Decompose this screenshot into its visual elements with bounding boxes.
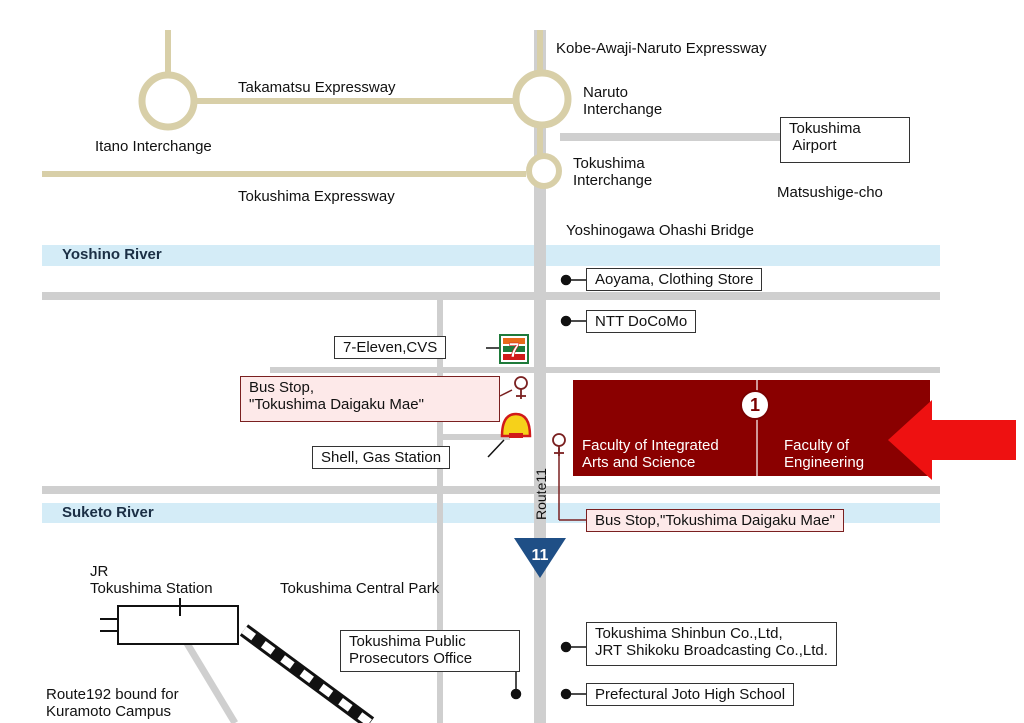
matsushige-label: Matsushige-cho: [777, 184, 883, 201]
seven-eleven-box: 7-Eleven,CVS: [334, 336, 447, 359]
joto-high-school-box: Prefectural Joto High School: [586, 683, 795, 706]
campus-number-badge: 1: [740, 390, 770, 420]
aoyama-box: Aoyama, Clothing Store: [586, 268, 763, 291]
jr-tokushima-station-label: JR Tokushima Station: [90, 563, 213, 597]
expressways: [42, 30, 572, 189]
railway-line: [239, 624, 375, 723]
ntt-docomo-box: NTT DoCoMo: [586, 310, 697, 333]
faculty-engineering-label: Faculty of Engineering: [784, 437, 865, 471]
bus-stop-right-box: Bus Stop,"Tokushima Daigaku Mae": [586, 509, 844, 532]
bus-stop-icon-left: [514, 376, 528, 399]
takamatsu-expressway-label: Takamatsu Expressway: [238, 79, 396, 96]
jr-station-icon: [100, 598, 239, 645]
naruto-interchange-label: Naruto Interchange: [583, 84, 663, 118]
svg-text:7: 7: [508, 340, 519, 362]
yoshino-river-label: Yoshino River: [62, 246, 162, 263]
bus-connectors: [499, 389, 586, 521]
tokushima-interchange-label: Tokushima Interchange: [573, 155, 653, 189]
shinbun-box: Tokushima Shinbun Co.,Ltd, JRT Shikoku B…: [586, 622, 837, 666]
route192-label: Route192 bound for Kuramoto Campus: [46, 686, 179, 720]
tokushima-interchange-circle: [526, 153, 562, 189]
faculty-integrated-arts-label: Faculty of Integrated Arts and Science: [582, 437, 719, 471]
bus-stop-icon-right: [552, 433, 566, 456]
tokushima-airport-box: Tokushima Airport: [780, 117, 910, 163]
tokushima-expressway-label: Tokushima Expressway: [238, 188, 395, 205]
bus-stop-left-box: Bus Stop, "Tokushima Daigaku Mae": [240, 376, 500, 422]
yoshino-river: [42, 245, 940, 266]
shell-gas-station-box: Shell, Gas Station: [312, 446, 451, 469]
route11-badge-number: 11: [532, 547, 549, 564]
naruto-interchange-circle: [512, 69, 572, 129]
prosecutors-office-box: Tokushima Public Prosecutors Office: [340, 630, 520, 672]
kobe-awaji-expressway-label: Kobe-Awaji-Naruto Expressway: [556, 40, 767, 57]
ohashi-bridge-label: Yoshinogawa Ohashi Bridge: [566, 222, 754, 239]
itano-interchange-circle: [138, 71, 198, 131]
route11-label: Route11: [533, 468, 549, 520]
suketo-river-label: Suketo River: [62, 504, 154, 521]
central-park-label: Tokushima Central Park: [280, 580, 440, 597]
itano-interchange-label: Itano Interchange: [95, 138, 212, 155]
seven-eleven-icon: 7: [499, 334, 529, 364]
red-arrow-icon: [888, 400, 1016, 480]
connectors: [486, 274, 586, 700]
shell-icon: [500, 412, 532, 438]
route11-badge-icon: [514, 538, 566, 578]
